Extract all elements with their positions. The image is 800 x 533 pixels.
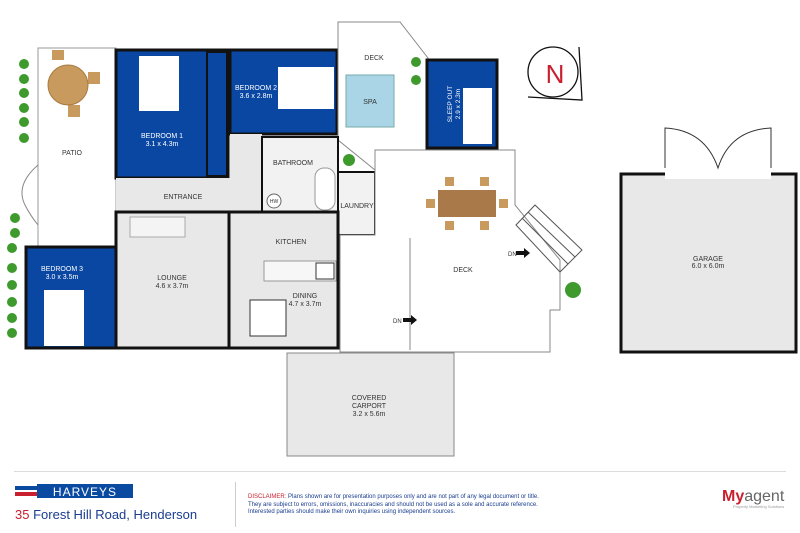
down-arrow-icon — [516, 248, 530, 258]
lounge-label: LOUNGE — [157, 275, 187, 282]
bedroom-1-label: BEDROOM 1 — [141, 133, 183, 140]
deck-table — [426, 177, 508, 230]
bedroom-2-label: BEDROOM 2 — [235, 85, 277, 92]
sleep-out-size: 2.9 x 2.3m — [455, 89, 462, 119]
sofa — [129, 216, 186, 238]
garage — [619, 172, 798, 354]
dn-label: DN — [508, 252, 517, 258]
floor-plan: PATIO BEDROOM 1 3.1 x 4.3m BEDROOM 2 3.6… — [7, 21, 798, 457]
bed-icon — [44, 290, 84, 346]
sleep-out-label: SLEEP OUT — [447, 86, 454, 122]
patio-door-arc — [21, 164, 39, 226]
plant-icons — [7, 57, 581, 338]
bed-icon — [463, 88, 492, 144]
dn-label: DN — [393, 319, 402, 325]
garage-doors — [664, 127, 772, 170]
bedroom-3-size: 3.0 x 3.5m — [46, 274, 79, 281]
deck-top-label: DECK — [364, 55, 384, 62]
bedroom-3-label: BEDROOM 3 — [41, 266, 83, 273]
dining-label: DINING — [293, 293, 318, 300]
spa — [345, 74, 395, 128]
carport-label-1: COVERED — [352, 395, 387, 402]
laundry-label: LAUNDRY — [340, 203, 374, 210]
deck-label: DECK — [453, 267, 473, 274]
kitchen-label: KITCHEN — [276, 239, 307, 246]
bed-icon — [278, 67, 334, 109]
spa-label: SPA — [363, 99, 377, 106]
disclaimer: DISCLAIMER: Plans shown are for presenta… — [248, 494, 548, 517]
myagent-logo-my: My — [722, 488, 745, 505]
dining-table — [249, 299, 287, 337]
disclaimer-label: DISCLAIMER: — [248, 494, 287, 500]
cooktop-icon — [315, 262, 335, 280]
garage-label: GARAGE — [693, 256, 723, 263]
lounge-size: 4.6 x 3.7m — [156, 283, 189, 290]
covered-carport — [286, 352, 455, 457]
entrance-label: ENTRANCE — [164, 194, 203, 201]
patio-table — [47, 50, 100, 117]
north-compass-icon: N — [527, 46, 583, 101]
harveys-logo-text: HARVEYS — [37, 484, 133, 499]
address-street: Forest Hill Road, Henderson — [33, 507, 198, 522]
harveys-logo: HARVEYS — [15, 484, 133, 499]
bathroom-label: BATHROOM — [273, 160, 313, 167]
stairs — [515, 204, 583, 273]
bed-icon — [139, 56, 179, 111]
footer-vertical-divider — [235, 482, 236, 527]
wardrobe — [206, 51, 228, 177]
address-number: 35 — [15, 507, 30, 522]
garage-door-opening — [665, 171, 771, 179]
disclaimer-text: Plans shown are for presentation purpose… — [248, 494, 539, 515]
svg-text:N: N — [546, 59, 565, 89]
hallway — [230, 134, 262, 214]
carport-size: 3.2 x 5.6m — [353, 411, 386, 418]
myagent-logo-agent: agent — [744, 488, 785, 505]
hw-label: HW — [270, 199, 279, 205]
bedroom-1-size: 3.1 x 4.3m — [146, 141, 179, 148]
myagent-tagline: Property Marketing Solutions — [732, 504, 785, 509]
property-address: 35 Forest Hill Road, Henderson — [15, 507, 197, 522]
down-arrow-icon — [403, 315, 417, 325]
bathtub — [314, 167, 336, 211]
patio-label: PATIO — [62, 150, 83, 157]
carport-label-2: CARPORT — [352, 403, 387, 410]
hot-water-cylinder — [266, 193, 282, 209]
footer-divider — [14, 471, 786, 472]
dining-size: 4.7 x 3.7m — [289, 301, 322, 308]
bedroom-2-size: 3.6 x 2.8m — [240, 93, 273, 100]
garage-size: 6.0 x 6.0m — [692, 263, 725, 270]
